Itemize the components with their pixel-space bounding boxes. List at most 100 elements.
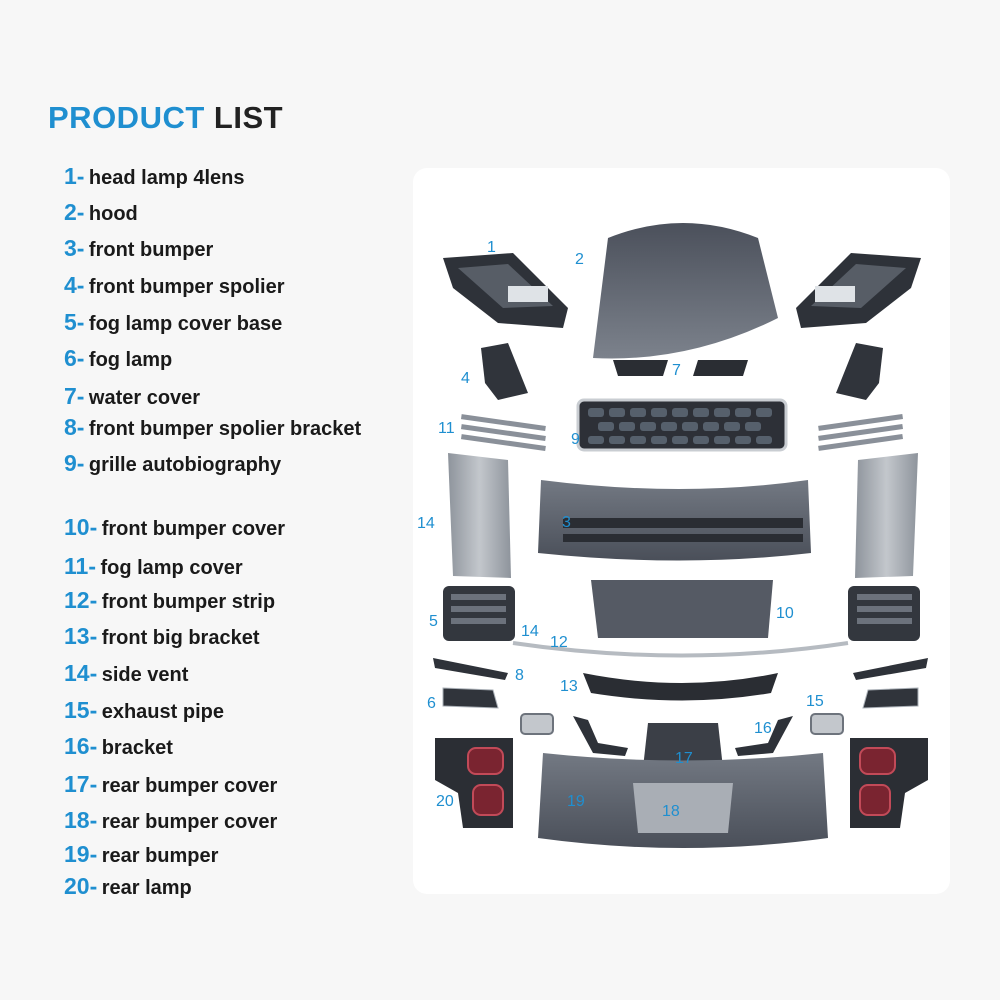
hood xyxy=(593,223,778,359)
item-label: grille autobiography xyxy=(88,454,282,476)
list-item: 14- side vent xyxy=(64,660,188,687)
list-item: 11- fog lamp cover xyxy=(64,553,243,580)
item-number: 5- xyxy=(64,309,85,335)
list-item: 13- front big bracket xyxy=(64,623,260,650)
list-item: 9- grille autobiography xyxy=(64,450,281,477)
callout-17: 17 xyxy=(675,750,693,767)
item-label: fog lamp cover base xyxy=(88,313,283,335)
fog-lamp-right xyxy=(862,687,919,709)
exhaust-pipe-left xyxy=(520,713,554,735)
item-label: head lamp 4lens xyxy=(88,167,245,189)
callout-5: 5 xyxy=(429,613,438,630)
page-title: PRODUCT LIST xyxy=(48,100,283,136)
rear-bumper-cover-lower xyxy=(633,783,733,833)
item-number: 14- xyxy=(64,660,98,686)
water-cover-left xyxy=(613,360,668,376)
bracket-left xyxy=(573,716,628,756)
front-bumper-cover xyxy=(591,580,773,638)
list-item: 12- front bumper strip xyxy=(64,587,275,614)
bumper-spolier-right xyxy=(836,343,883,400)
item-label: side vent xyxy=(101,664,189,686)
list-item: 19- rear bumper xyxy=(64,841,218,868)
callout-12: 12 xyxy=(550,634,568,651)
rear-lamp-right xyxy=(850,738,928,828)
item-label: rear bumper cover xyxy=(101,811,278,833)
callout-9: 9 xyxy=(571,431,580,448)
item-label: fog lamp cover xyxy=(100,557,243,579)
item-number: 2- xyxy=(64,199,85,225)
callout-4: 4 xyxy=(461,370,470,387)
callout-6: 6 xyxy=(427,695,436,712)
title-part1: PRODUCT xyxy=(48,100,205,135)
callout-14b: 14 xyxy=(521,623,539,640)
item-label: fog lamp xyxy=(88,349,173,371)
list-item: 8- front bumper spolier bracket xyxy=(64,414,361,441)
item-label: front big bracket xyxy=(101,627,260,649)
item-label: exhaust pipe xyxy=(101,701,224,723)
item-label: rear bumper xyxy=(101,845,219,867)
callout-1: 1 xyxy=(487,239,496,256)
parts-diagram-panel: 1 2 3 4 5 6 7 8 9 10 11 12 13 14 14 15 1… xyxy=(413,168,950,894)
list-item: 10- front bumper cover xyxy=(64,514,285,541)
fog-lamp-cover-base-right xyxy=(848,586,920,641)
item-number: 7- xyxy=(64,383,85,409)
callout-15: 15 xyxy=(806,693,824,710)
item-label: front bumper cover xyxy=(101,518,286,540)
item-number: 15- xyxy=(64,697,98,723)
item-number: 8- xyxy=(64,414,85,440)
item-label: water cover xyxy=(88,387,201,409)
list-item: 1- head lamp 4lens xyxy=(64,163,245,190)
side-vent-left xyxy=(448,453,511,578)
list-item: 2- hood xyxy=(64,199,138,226)
item-label: bracket xyxy=(101,737,173,759)
callout-14a: 14 xyxy=(417,515,435,532)
item-number: 3- xyxy=(64,235,85,261)
item-number: 4- xyxy=(64,272,85,298)
callout-7: 7 xyxy=(672,362,681,379)
fog-lamp-cover-base-left xyxy=(443,586,515,641)
spolier-bracket-left xyxy=(433,658,508,680)
item-number: 18- xyxy=(64,807,98,833)
item-number: 9- xyxy=(64,450,85,476)
list-item: 3- front bumper xyxy=(64,235,213,262)
rear-bumper-cover-upper xyxy=(643,723,723,768)
callout-18: 18 xyxy=(662,803,680,820)
fog-lamp-cover-left xyxy=(460,414,546,451)
item-number: 11- xyxy=(64,553,96,579)
water-cover-right xyxy=(693,360,748,376)
rear-lamp-left xyxy=(435,738,513,828)
front-bumper xyxy=(538,480,811,561)
item-number: 20- xyxy=(64,873,98,899)
item-label: rear bumper cover xyxy=(101,775,278,797)
title-part2: LIST xyxy=(213,100,284,135)
spolier-bracket-right xyxy=(853,658,928,680)
item-label: front bumper strip xyxy=(101,591,276,613)
item-label: rear lamp xyxy=(101,877,192,899)
callout-8: 8 xyxy=(515,667,524,684)
callout-19: 19 xyxy=(567,793,585,810)
head-lamp-left xyxy=(443,253,568,328)
item-number: 10- xyxy=(64,514,98,540)
list-item: 4- front bumper spolier xyxy=(64,272,284,299)
item-number: 19- xyxy=(64,841,98,867)
item-number: 1- xyxy=(64,163,85,189)
item-label: front bumper spolier bracket xyxy=(88,418,362,440)
list-item: 20- rear lamp xyxy=(64,873,192,900)
list-item: 5- fog lamp cover base xyxy=(64,309,282,336)
item-label: front bumper xyxy=(88,239,214,261)
item-number: 12- xyxy=(64,587,98,613)
front-big-bracket xyxy=(583,673,778,701)
item-number: 16- xyxy=(64,733,98,759)
fog-lamp-left xyxy=(442,687,499,709)
callout-11: 11 xyxy=(438,420,455,437)
bracket-right xyxy=(735,716,793,756)
exhaust-pipe-right xyxy=(810,713,844,735)
item-label: front bumper spolier xyxy=(88,276,285,298)
fog-lamp-cover-right xyxy=(818,414,903,451)
list-item: 16- bracket xyxy=(64,733,173,760)
callout-2: 2 xyxy=(575,251,584,268)
list-item: 7- water cover xyxy=(64,383,200,410)
bumper-spolier-left xyxy=(481,343,528,400)
callout-20: 20 xyxy=(436,793,454,810)
list-item: 15- exhaust pipe xyxy=(64,697,224,724)
